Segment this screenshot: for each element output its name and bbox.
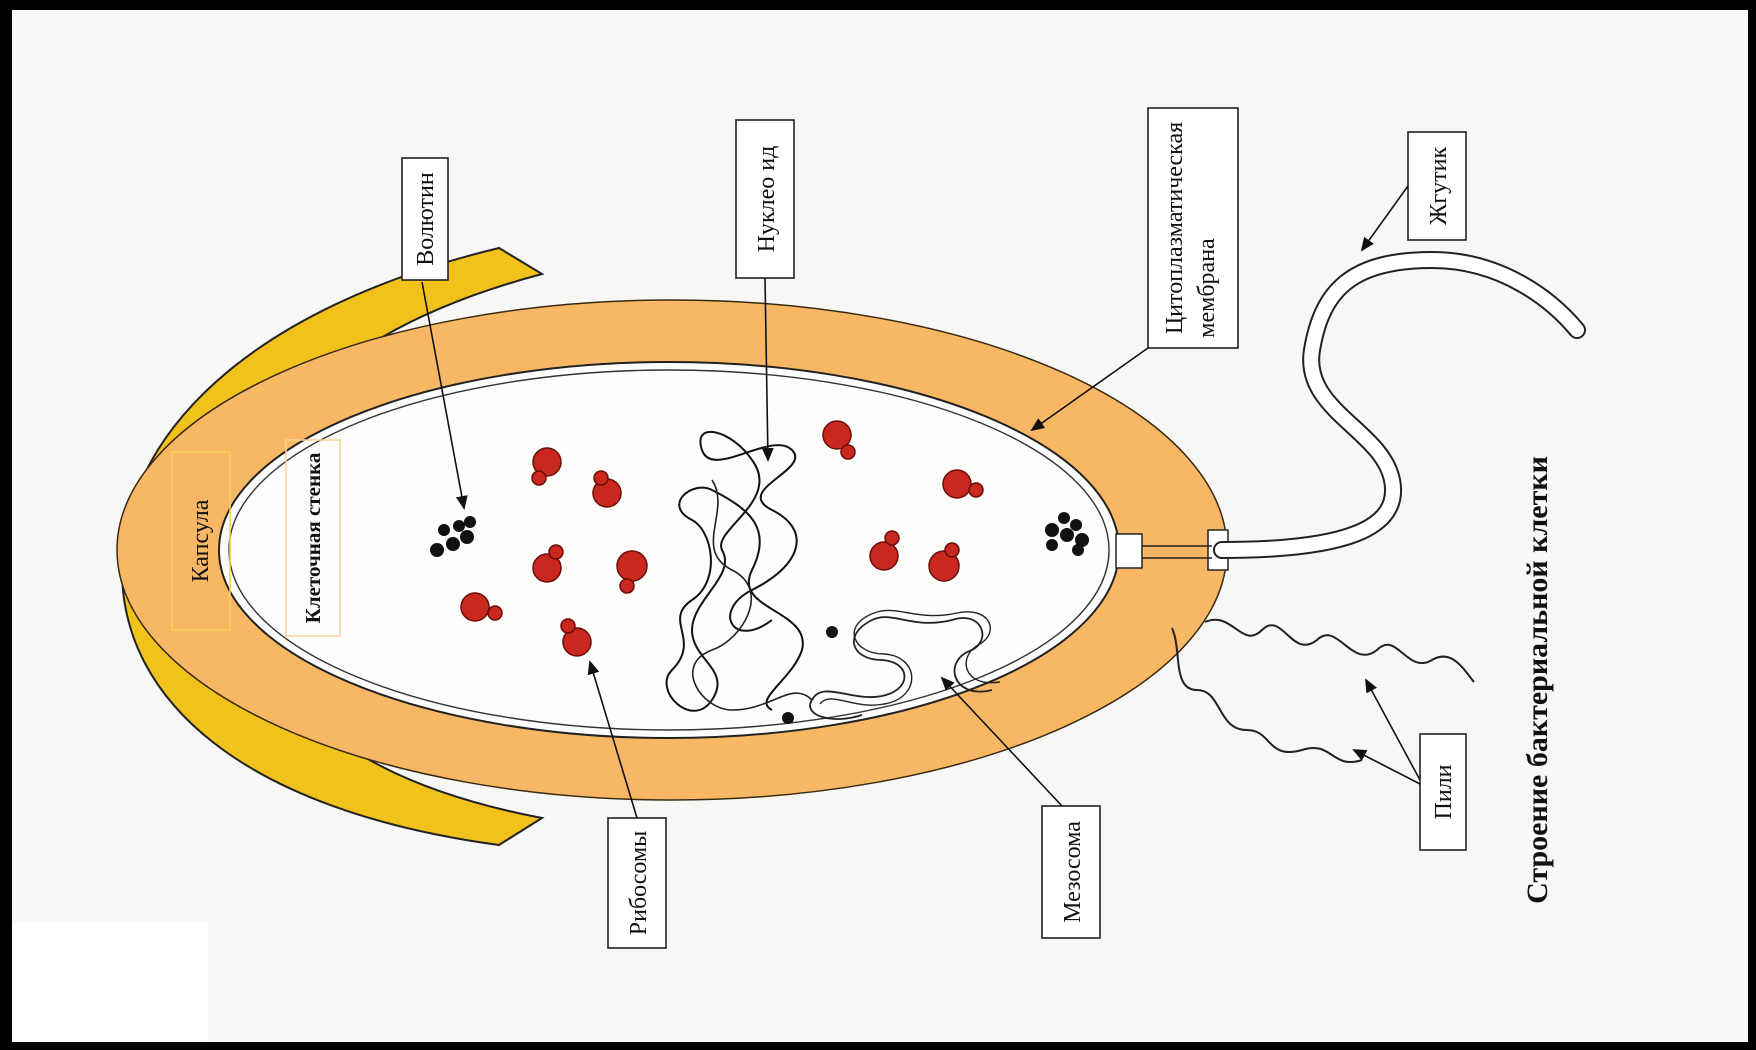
blank-patch: [12, 922, 208, 1042]
nucleoid-label: Нуклео ид: [754, 146, 780, 253]
ribosome: [617, 551, 647, 581]
ribosome: [969, 483, 983, 497]
ribosome: [594, 471, 608, 485]
ribosome: [488, 606, 502, 620]
capsule-label: Капсула: [188, 499, 214, 582]
bacterial-cell-diagram: Капсула Клеточная стенка: [12, 10, 1748, 1042]
ribosome: [885, 531, 899, 545]
ribosome: [841, 445, 855, 459]
volutin-label: Волютин: [413, 172, 439, 266]
ribosome: [870, 542, 898, 570]
cell-wall-label: Клеточная стенка: [301, 452, 325, 623]
pili-label: Пили: [1431, 764, 1457, 819]
pili-arrow-lower: [1354, 750, 1420, 784]
membrane-label-line1: Цитоплазматическая: [1162, 122, 1188, 334]
mesosome-label: Мезосома: [1060, 821, 1086, 923]
diagram-title: Строение бактериальной клетки: [1521, 456, 1554, 904]
ribosome: [945, 543, 959, 557]
pili-arrow-upper: [1366, 680, 1420, 780]
ribosomes-label: Рибосомы: [626, 831, 652, 936]
ribosome: [461, 593, 489, 621]
pilus: [1205, 620, 1474, 682]
pilus: [1172, 628, 1362, 762]
ribosome: [549, 545, 563, 559]
ribosome: [943, 470, 971, 498]
cytoplasm-shape: [229, 370, 1109, 730]
flagellum-arrow: [1362, 186, 1408, 250]
nucleoid-attachment-dot: [782, 712, 794, 724]
flagellum-basal-body-inner: [1116, 534, 1142, 568]
ribosome: [561, 619, 575, 633]
ribosome: [620, 579, 634, 593]
nucleoid-attachment-dot: [826, 626, 838, 638]
ribosome: [532, 471, 546, 485]
membrane-label-line2: мембрана: [1194, 238, 1220, 338]
diagram-sheet: Капсула Клеточная стенка: [12, 10, 1748, 1042]
flagellum-label: Жгутик: [1426, 146, 1452, 225]
